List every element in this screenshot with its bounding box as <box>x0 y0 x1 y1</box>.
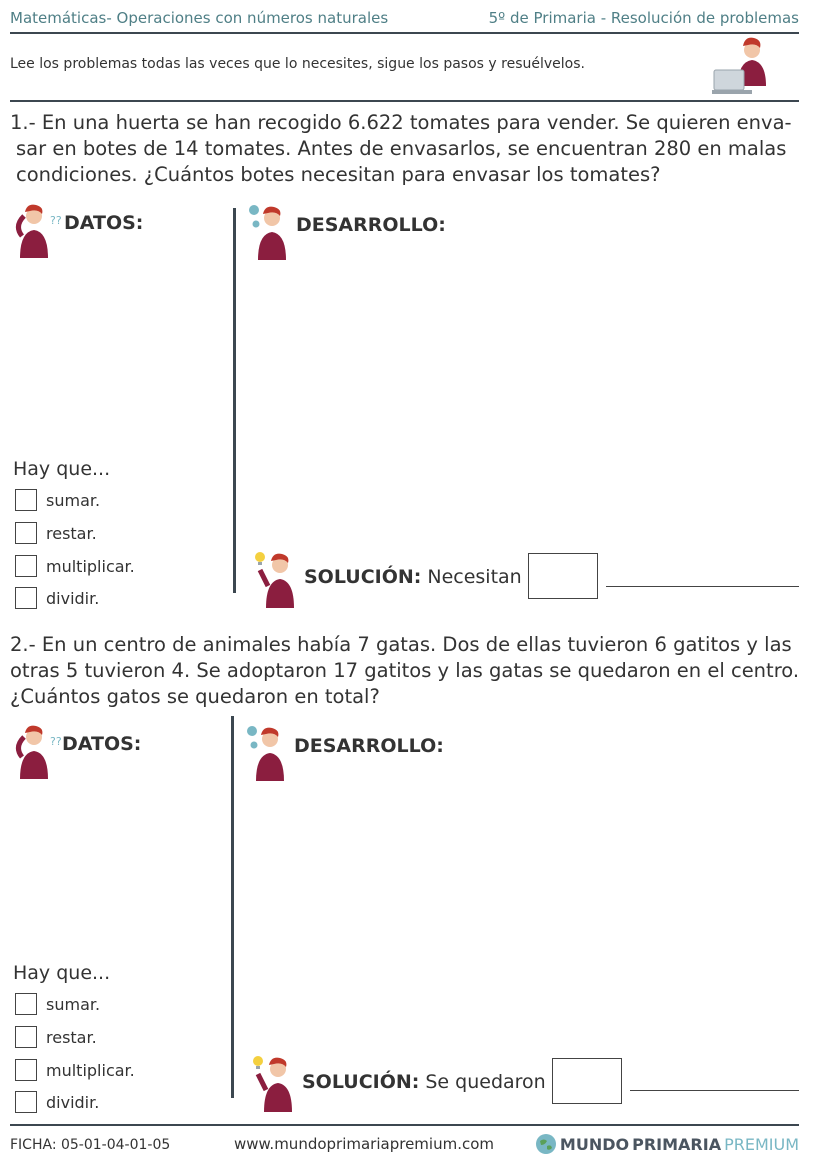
solution-1: SOLUCIÓN: Necesitan <box>304 566 522 588</box>
solution-label: SOLUCIÓN: <box>302 1071 420 1093</box>
option-sumar[interactable]: sumar. <box>15 993 100 1015</box>
desarrollo-label: DESARROLLO: <box>296 214 446 236</box>
gears-person-icon <box>247 726 284 781</box>
laptop-person-icon <box>712 37 766 94</box>
option-multiplicar[interactable]: multiplicar. <box>15 555 135 577</box>
checkbox[interactable] <box>15 522 37 544</box>
instructions: Lee los problemas todas las veces que lo… <box>10 56 585 72</box>
option-label: multiplicar. <box>46 556 135 576</box>
hay-que-label: Hay que... <box>13 458 111 480</box>
footer: FICHA: 05-01-04-01-05 www.mundoprimariap… <box>10 1133 799 1155</box>
solution-2: SOLUCIÓN: Se quedaron <box>302 1071 546 1093</box>
option-dividir[interactable]: dividir. <box>15 1091 99 1113</box>
divider-line <box>231 716 234 1098</box>
answer-line[interactable] <box>630 1090 799 1091</box>
problem-1-line: condiciones. ¿Cuántos botes necesitan pa… <box>16 163 661 186</box>
thinking-person-icon: ?? <box>16 204 62 258</box>
worksheet-header: Matemáticas- Operaciones con números nat… <box>10 6 799 30</box>
globe-logo-icon <box>535 1134 556 1154</box>
solution-text: Se quedaron <box>425 1071 546 1093</box>
header-grade: 5º de Primaria - Resolución de problemas <box>488 9 799 27</box>
checkbox[interactable] <box>15 1091 37 1113</box>
option-restar[interactable]: restar. <box>15 1026 97 1048</box>
problem-2-line: ¿Cuántos gatos se quedaron en total? <box>10 685 380 708</box>
header-subject: Matemáticas- Operaciones con números nat… <box>10 9 389 27</box>
checkbox[interactable] <box>15 555 37 577</box>
option-sumar[interactable]: sumar. <box>15 489 100 511</box>
gears-person-icon <box>249 205 286 260</box>
option-label: restar. <box>46 1027 97 1047</box>
datos-label: DATOS: <box>64 212 144 234</box>
option-restar[interactable]: restar. <box>15 522 97 544</box>
option-label: sumar. <box>46 490 101 510</box>
option-label: sumar. <box>46 994 101 1014</box>
website-url: www.mundoprimariapremium.com <box>234 1135 494 1153</box>
brand-part: PRIMARIA <box>632 1134 722 1154</box>
checkbox[interactable] <box>15 993 37 1015</box>
problem-2-line: otras 5 tuvieron 4. Se adoptaron 17 gati… <box>10 659 800 682</box>
option-label: restar. <box>46 523 97 543</box>
svg-text:??: ?? <box>50 214 62 227</box>
hay-que-label: Hay que... <box>13 962 111 984</box>
lightbulb-person-icon <box>255 552 294 608</box>
problem-1-line: 1.- En una huerta se han recogido 6.622 … <box>10 111 792 134</box>
option-label: dividir. <box>46 588 100 608</box>
checkbox[interactable] <box>15 1026 37 1048</box>
problem-1-statement: 1.- En una huerta se han recogido 6.622 … <box>10 110 810 188</box>
option-dividir[interactable]: dividir. <box>15 587 99 609</box>
answer-box[interactable] <box>528 553 598 599</box>
problem-1-line: sar en botes de 14 tomates. Antes de env… <box>16 137 787 160</box>
option-multiplicar[interactable]: multiplicar. <box>15 1059 135 1081</box>
brand-part: MUNDO <box>559 1134 630 1154</box>
brand-part: PREMIUM <box>724 1134 799 1154</box>
answer-line[interactable] <box>606 586 799 587</box>
thinking-person-icon: ?? <box>16 725 62 779</box>
checkbox[interactable] <box>15 489 37 511</box>
problem-2-line: 2.- En un centro de animales había 7 gat… <box>10 633 792 656</box>
desarrollo-label: DESARROLLO: <box>294 735 444 757</box>
datos-label: DATOS: <box>62 733 142 755</box>
svg-text:??: ?? <box>50 735 62 748</box>
option-label: multiplicar. <box>46 1060 135 1080</box>
lightbulb-person-icon <box>253 1056 292 1112</box>
checkbox[interactable] <box>15 1059 37 1081</box>
problem-2-statement: 2.- En un centro de animales había 7 gat… <box>10 632 810 710</box>
divider-line <box>233 208 236 593</box>
instructions-rule <box>10 100 799 102</box>
checkbox[interactable] <box>15 587 37 609</box>
header-rule <box>10 32 799 34</box>
brand-logo: MUNDO PRIMARIA PREMIUM <box>535 1133 799 1155</box>
solution-label: SOLUCIÓN: <box>304 566 422 588</box>
ficha-code: FICHA: 05-01-04-01-05 <box>10 1137 171 1153</box>
solution-text: Necesitan <box>427 566 522 588</box>
answer-box[interactable] <box>552 1058 622 1104</box>
option-label: dividir. <box>46 1092 100 1112</box>
footer-rule <box>10 1124 799 1126</box>
